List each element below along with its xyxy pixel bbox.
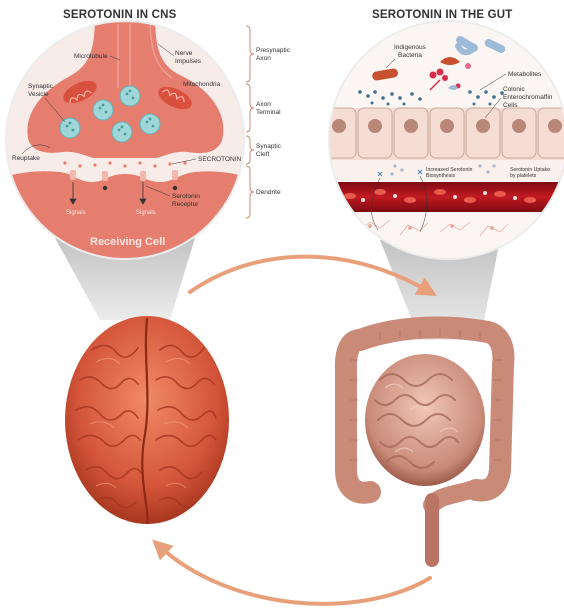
- label-serotonin: SECROTONIN: [198, 156, 242, 163]
- region-brackets: [246, 26, 254, 218]
- label-receiving-cell: Receiving Cell: [90, 236, 165, 248]
- label-nerve-impulses-2: Impulses: [175, 58, 202, 65]
- label-synaptic-vesicle-2: Vesicle: [28, 91, 49, 98]
- brain-illustration: [65, 316, 229, 524]
- label-mitochondria: Mitochondria: [183, 81, 221, 88]
- label-nerve-impulses-1: Nerve: [175, 50, 193, 57]
- label-biosynthesis-2: Biosynthesis: [426, 173, 456, 179]
- label-indigenous-1: Indigenous: [394, 44, 427, 51]
- region-axon-terminal-2: Terminal: [256, 109, 281, 116]
- label-synaptic-vesicle-1: Synaptic: [28, 83, 54, 90]
- arrow-gut-to-brain: [158, 545, 430, 604]
- gut-title: SEROTONIN IN THE GUT: [372, 9, 513, 21]
- label-serotonin-receptor-2: Receptor: [172, 201, 199, 208]
- region-axon-terminal-1: Axon: [256, 101, 271, 108]
- region-presynaptic-1: Presynaptic: [256, 47, 291, 54]
- label-indigenous-2: Bacteria: [398, 52, 422, 59]
- label-signals-right: Signals: [136, 210, 156, 216]
- label-colonic-1: Colonic: [503, 86, 525, 93]
- label-uptake-2: by platelets: [510, 173, 537, 179]
- region-synaptic-cleft-1: Synaptic: [256, 143, 282, 150]
- region-dendrite: Dendrite: [256, 189, 281, 196]
- region-presynaptic-2: Axon: [256, 55, 271, 62]
- intestines-illustration: [346, 327, 504, 560]
- cns-title: SEROTONIN IN CNS: [63, 9, 177, 21]
- enterochromaffin-cells: [320, 108, 564, 160]
- gut-panel: Indigenous Bacteria Metabolites Colonic …: [320, 20, 564, 260]
- label-signals-left: Signals: [66, 210, 86, 216]
- label-reuptake: Reuptake: [12, 155, 40, 162]
- label-serotonin-receptor-1: Serotonin: [172, 193, 200, 200]
- cns-synapse-panel: Microtubule Nerve Impulses Synaptic Vesi…: [0, 20, 250, 260]
- blood-vessel: [320, 182, 564, 212]
- label-colonic-3: Cells: [503, 102, 518, 109]
- label-colonic-2: Enterochromaffin: [503, 94, 553, 101]
- label-microtubule: Microtubule: [74, 53, 108, 60]
- label-metabolites: Metabolites: [508, 71, 542, 78]
- region-synaptic-cleft-2: Cleft: [256, 151, 270, 158]
